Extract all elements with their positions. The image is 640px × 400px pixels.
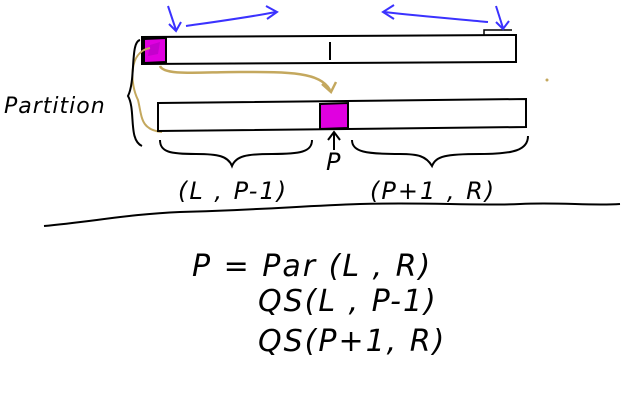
left-pointer-arrow <box>167 5 177 31</box>
pivot-label: P <box>326 148 341 176</box>
pivot-move-arrowhead <box>321 81 338 95</box>
pivot-up-arrow <box>327 130 341 150</box>
pivot-move-arrow <box>158 65 332 91</box>
bottom-array <box>157 97 527 133</box>
left-scan-arrowhead <box>265 5 279 20</box>
bottom-pivot-cell <box>319 101 349 131</box>
right-scan-arrow <box>383 11 489 23</box>
left-pointer-arrowhead <box>168 21 182 33</box>
right-scan-arrowhead <box>381 4 395 20</box>
partition-label: Partition <box>4 94 106 119</box>
right-range-label: (P+1 , R) <box>370 177 496 205</box>
left-sub-brace <box>159 139 313 169</box>
right-pointer-arrow <box>495 5 504 29</box>
code-line-partition: P = Par (L , R) <box>192 249 432 284</box>
divider-line <box>43 202 621 227</box>
top-array <box>141 33 517 66</box>
left-scan-arrow <box>185 11 277 27</box>
top-pivot-marker <box>148 42 160 56</box>
code-line-qs-left: QS(L , P-1) <box>258 284 438 319</box>
code-line-qs-right: QS(P+1, R) <box>258 324 446 359</box>
partition-brace <box>126 39 143 147</box>
right-sub-brace <box>351 135 529 169</box>
right-pointer-arrowhead <box>495 20 510 31</box>
left-range-label: (L , P-1) <box>178 177 288 205</box>
partition-link-curve <box>131 47 163 133</box>
tan-dot <box>545 78 549 82</box>
